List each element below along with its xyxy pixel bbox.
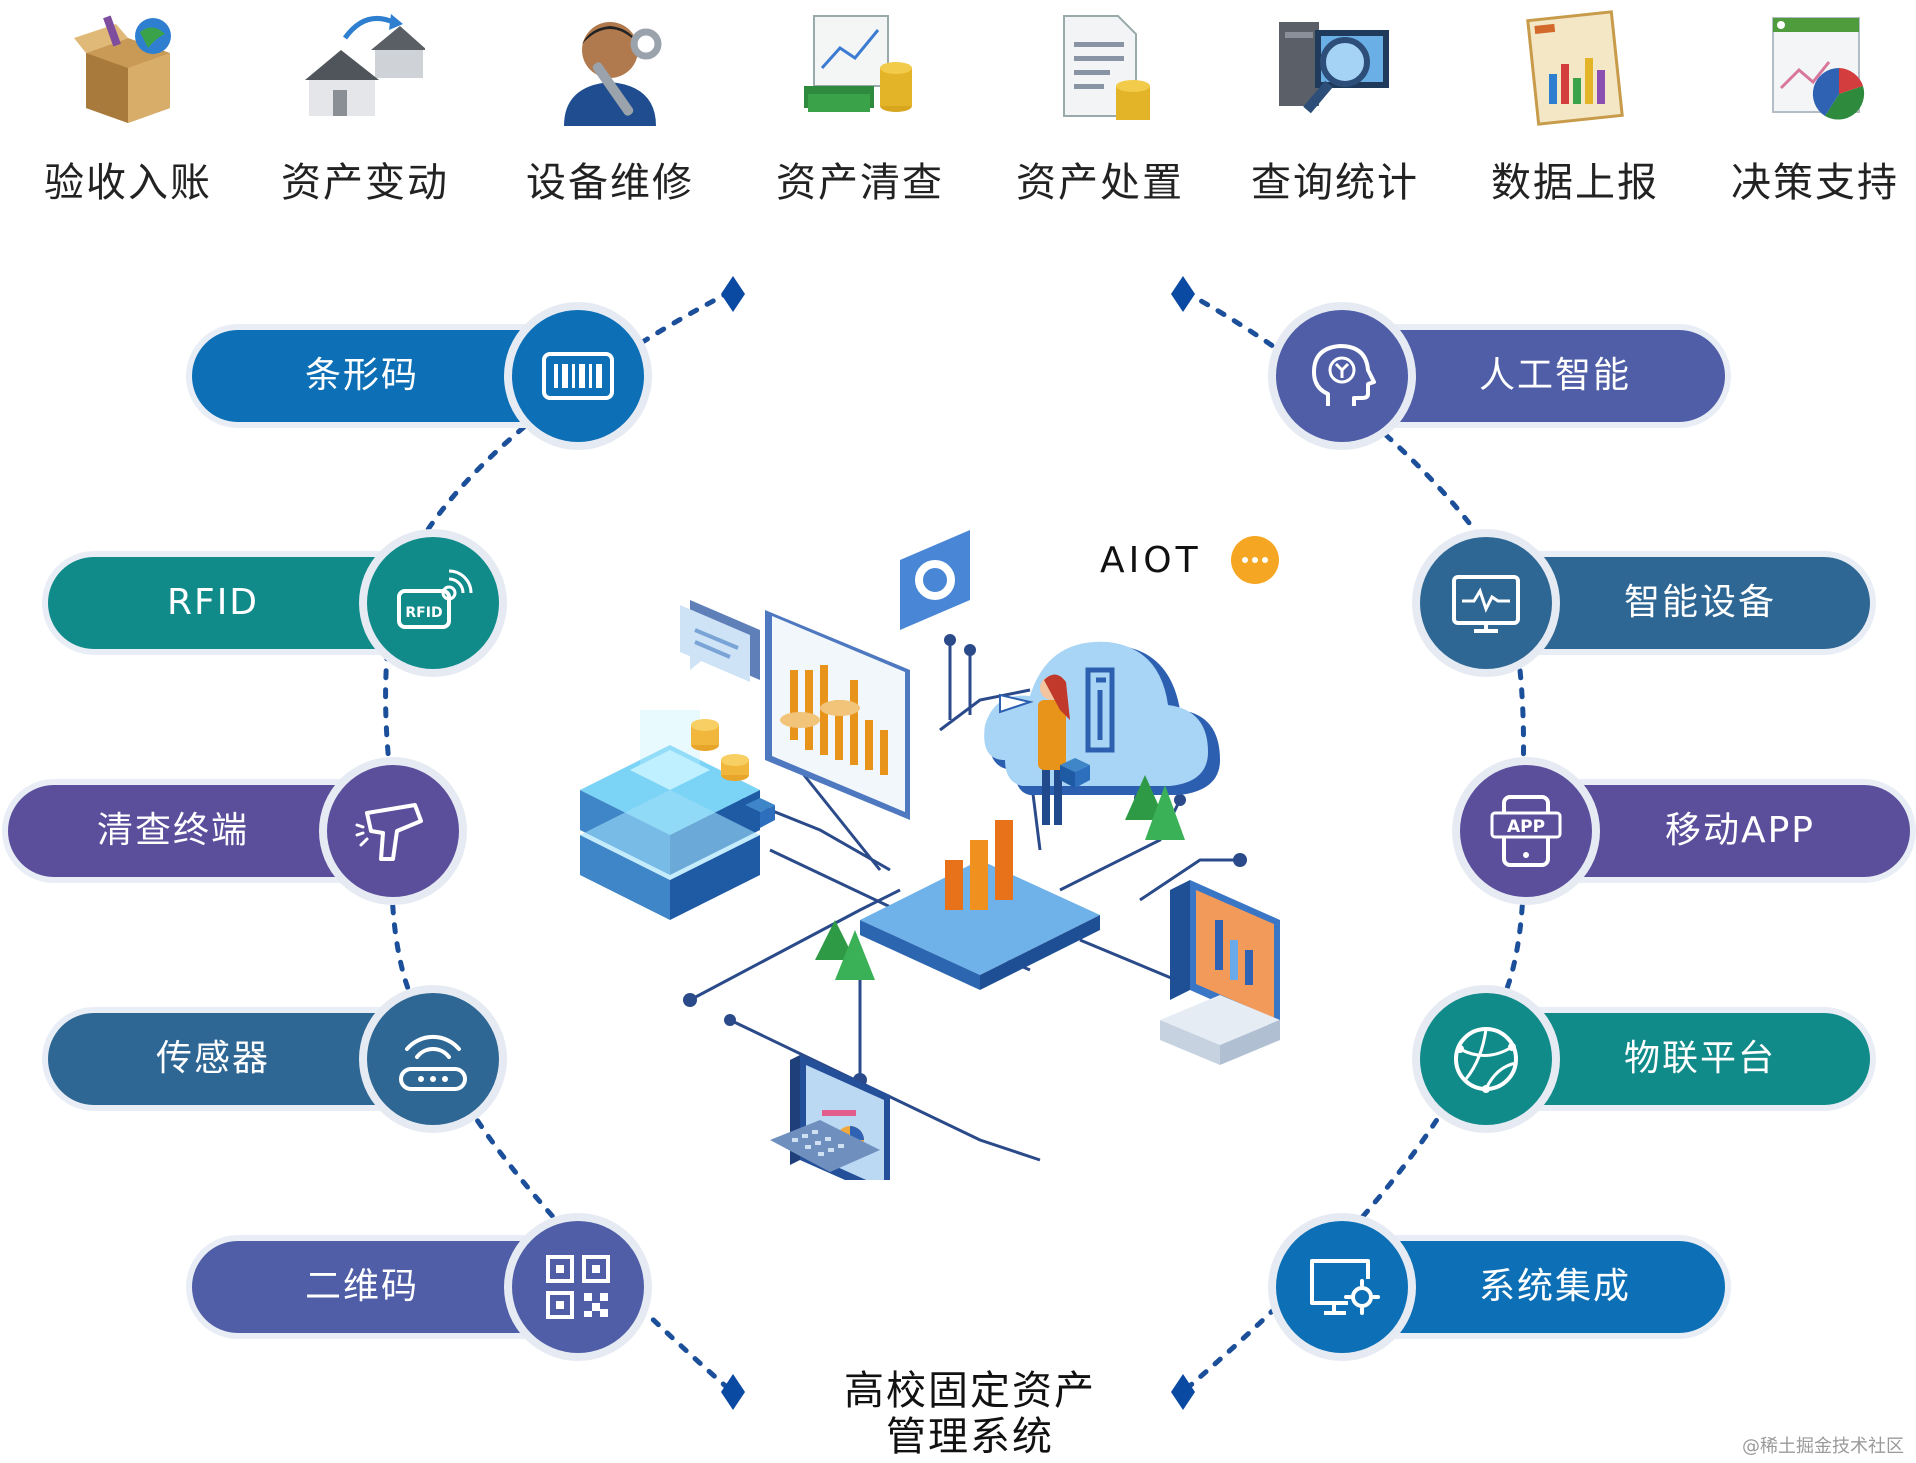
qr-code-icon [546,1255,610,1319]
tech-label: 清查终端 [96,810,249,851]
module-label: 资产处置 [1016,160,1184,206]
analytics-monitor-icon [1160,880,1280,1065]
package-box-icon [74,15,171,123]
smart-monitor-icon [1452,575,1520,633]
module-data-report[interactable]: 数据上报 [1475,0,1675,206]
computer-magnifier-icon [1279,22,1389,114]
desktop-computer-icon [770,1055,890,1180]
document-coins-icon [1063,15,1150,120]
module-label: 资产清查 [776,160,944,206]
mobile-app-icon: APP [1490,795,1562,867]
barcode-icon [542,352,614,400]
aiot-label: AIOT [1100,540,1202,581]
svg-text:APP: APP [1507,817,1545,837]
system-title: 高校固定资产 管理系统 [820,1368,1120,1460]
house-transfer-icon [305,14,425,116]
tech-label: 传感器 [155,1038,270,1079]
module-asset-change[interactable]: 资产变动 [265,0,465,206]
coin-stack-icon [691,700,860,781]
server-stack-icon [580,710,760,920]
module-repair[interactable]: 设备维修 [510,0,710,206]
network-lines [689,640,1280,1162]
module-disposal[interactable]: 资产处置 [1000,0,1200,206]
module-label: 设备维修 [526,160,694,206]
tablet-chart-icon [860,820,1100,990]
tech-label: 条形码 [304,355,419,396]
tree-icon [815,775,1185,980]
tech-label: 系统集成 [1478,1266,1631,1307]
chat-bubble-icon [680,600,760,682]
module-label: 查询统计 [1251,160,1419,206]
tech-label: 移动APP [1664,810,1816,851]
monitor-gear-icon [1310,1259,1380,1315]
tech-label: 二维码 [304,1266,419,1307]
module-label: 决策支持 [1731,160,1899,206]
tech-label: 智能设备 [1623,582,1776,623]
globe-network-icon [1454,1027,1518,1093]
tech-label: RFID [166,582,260,623]
diamond-marker [1171,276,1195,312]
sensor-wifi-icon [399,1034,467,1091]
module-label: 资产变动 [281,160,449,206]
system-title-line1: 高校固定资产 [844,1368,1096,1414]
module-query-stats[interactable]: 查询统计 [1235,0,1435,206]
module-label: 数据上报 [1491,160,1659,206]
ai-head-icon [1312,344,1376,406]
diamond-marker [721,1374,745,1410]
diamond-marker [721,276,745,312]
system-title-line2: 管理系统 [886,1414,1054,1460]
module-decision-support[interactable]: 决策支持 [1715,0,1915,206]
repairman-wrench-icon [564,22,662,126]
person-icon [999,674,1070,825]
tech-label: 人工智能 [1478,355,1631,396]
data-cube-icon [745,758,1090,828]
diamond-marker [1171,1374,1195,1410]
rfid-tag-icon: RFID [397,569,473,629]
module-inventory-check[interactable]: 资产清查 [760,0,960,206]
chart-coins-icon [804,15,912,112]
watermark: @稀土掘金技术社区 [1742,1436,1904,1457]
scanner-gun-icon [355,803,423,861]
cloud-icon [984,641,1220,795]
svg-text:RFID: RFID [405,605,442,621]
module-acceptance[interactable]: 验收入账 [28,0,228,206]
module-label: 验收入账 [44,160,212,206]
pie-chart-window-icon [1772,17,1865,120]
tech-label: 物联平台 [1623,1038,1776,1079]
aiot-illustration [580,530,1280,1180]
report-chart-icon [1526,10,1624,126]
message-dots-icon [1231,536,1279,584]
gear-card-icon [900,530,970,630]
